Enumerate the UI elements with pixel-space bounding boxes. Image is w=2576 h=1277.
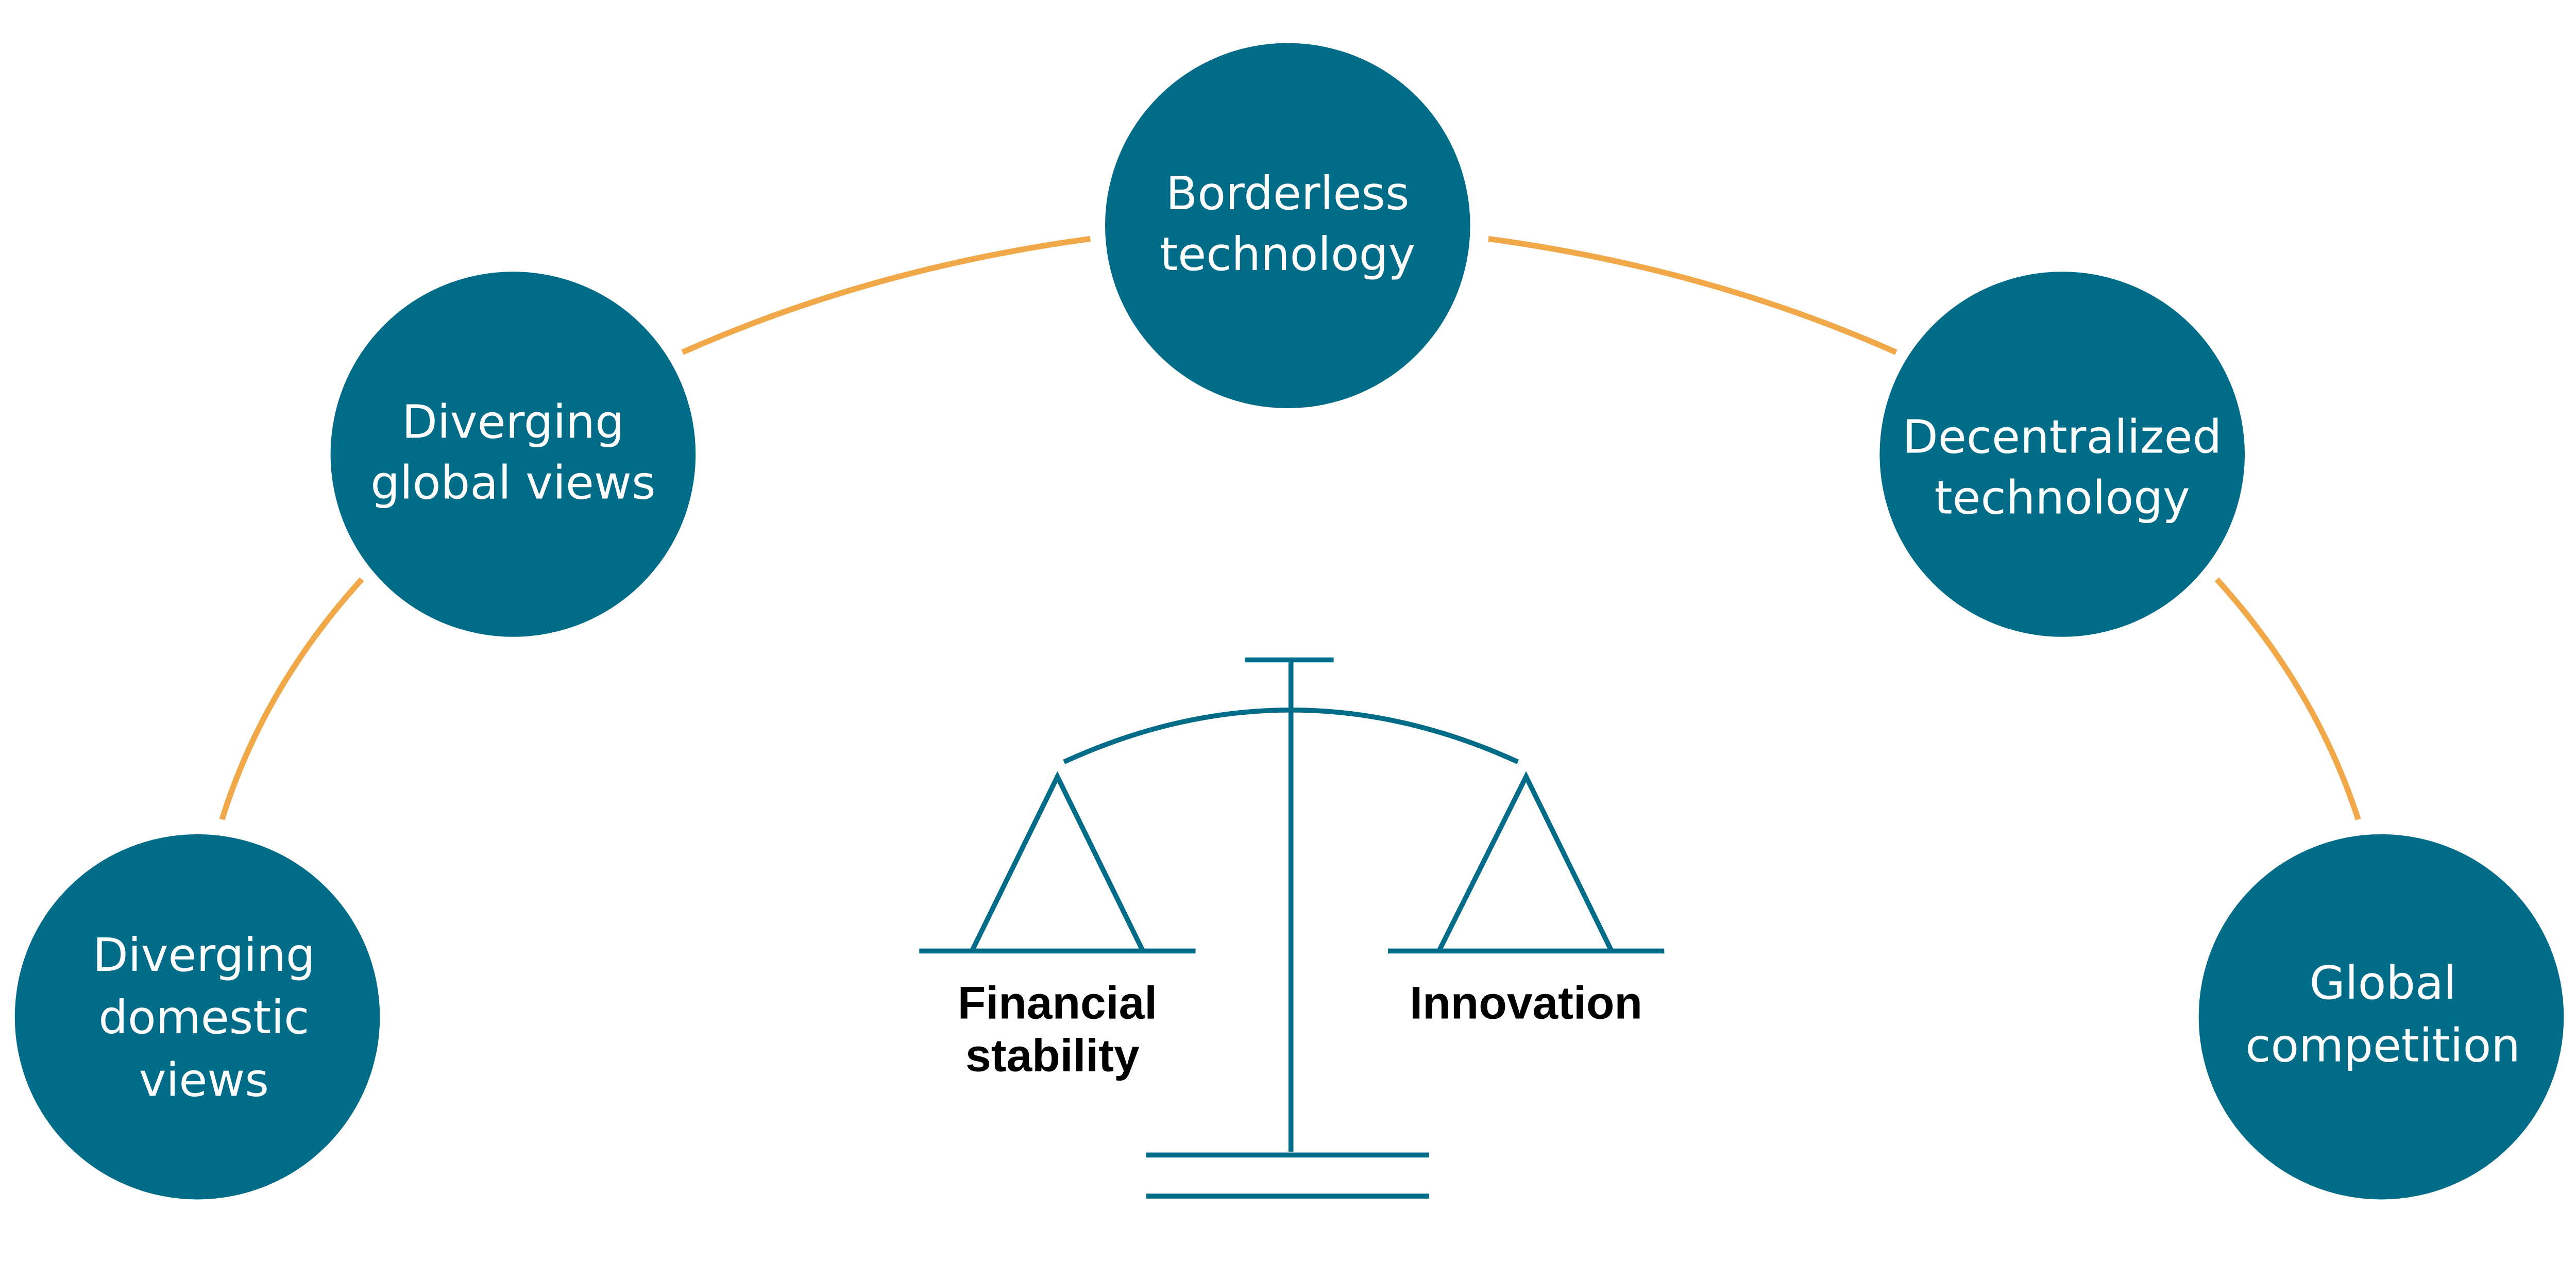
node-diverging-domestic-views: Diverging domestic views: [14, 834, 380, 1200]
node-decentralized-technology: Decentralized technology: [1879, 272, 2245, 637]
connector-decentralized-competition: [2214, 577, 2361, 820]
svg-text:domestic: domestic: [98, 991, 309, 1045]
node-borderless-technology: Borderless technology: [1105, 43, 1470, 409]
node-diverging-global-views: Diverging global views: [330, 272, 696, 637]
svg-text:technology: technology: [1160, 228, 1415, 281]
balance-scale-icon: [919, 657, 1665, 1199]
label-innovation: Innovation: [1410, 977, 1642, 1028]
svg-text:Global: Global: [2310, 956, 2456, 1010]
svg-text:Decentralized: Decentralized: [1903, 410, 2222, 464]
svg-text:global views: global views: [370, 457, 655, 510]
svg-text:views: views: [139, 1053, 269, 1107]
svg-text:Borderless: Borderless: [1166, 167, 1410, 221]
connectors: [219, 236, 2361, 820]
label-financial-stability: Financial: [958, 977, 1157, 1028]
svg-text:Diverging: Diverging: [402, 396, 624, 449]
label-financial-stability-line2: stability: [965, 1029, 1140, 1081]
connector-domestic-global: [219, 577, 364, 820]
svg-text:competition: competition: [2245, 1019, 2520, 1072]
svg-text:technology: technology: [1935, 471, 2190, 525]
connector-borderless-decentralized: [1487, 236, 1897, 355]
svg-text:Diverging: Diverging: [93, 929, 315, 982]
node-global-competition: Global competition: [2198, 834, 2564, 1200]
connector-global-borderless: [681, 236, 1091, 355]
